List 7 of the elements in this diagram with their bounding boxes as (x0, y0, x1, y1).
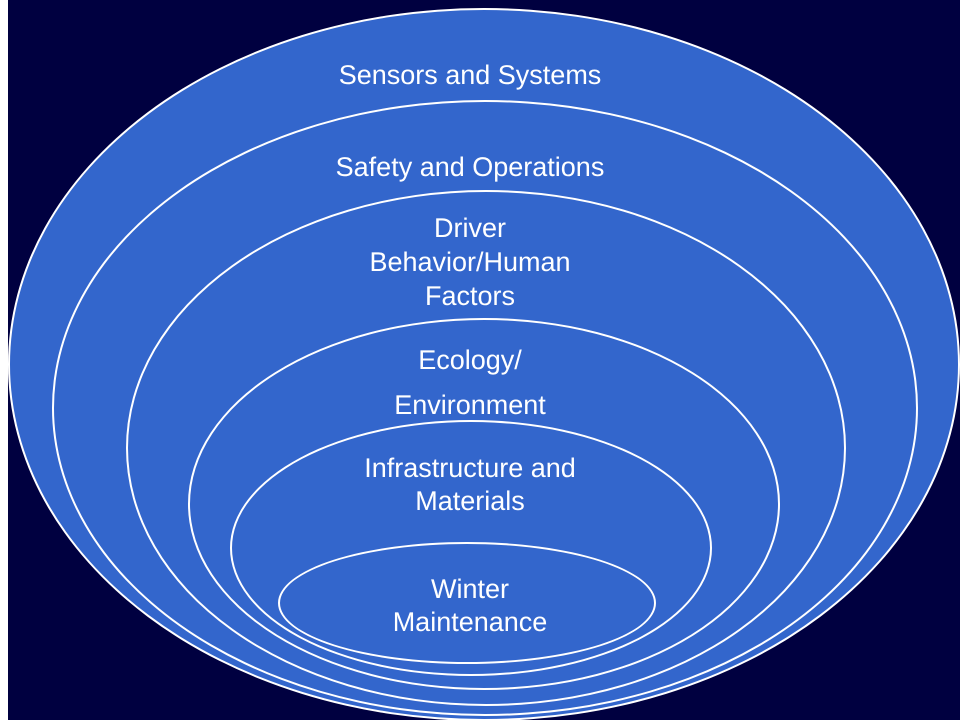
ellipse-label: Sensors and Systems (338, 59, 602, 92)
ellipse-label: Driver Behavior/Human Factors (368, 212, 572, 313)
nested-ellipse (8, 8, 960, 720)
ellipse-label: Winter Maintenance (392, 573, 548, 639)
ellipse-label: Infrastructure and Materials (363, 452, 577, 518)
ellipse-label: Ecology/ Environment (393, 344, 547, 422)
ellipse-label: Safety and Operations (334, 151, 606, 184)
